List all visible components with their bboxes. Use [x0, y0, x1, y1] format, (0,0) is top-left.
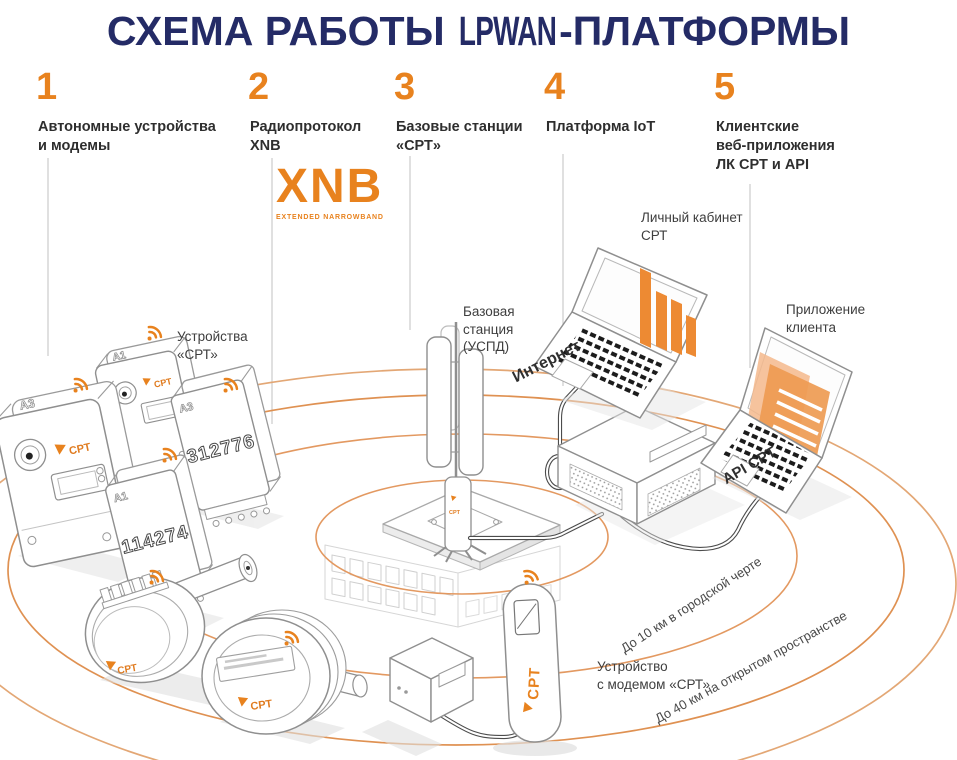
- modem-device-label: Устройство с модемом «СРТ»: [597, 659, 711, 692]
- server-grille-right: [647, 467, 701, 517]
- step-label-clients: Клиентские веб-приложения ЛК СРТ и API: [716, 119, 835, 174]
- terminal-teeth: [99, 570, 170, 610]
- step-label-platform: Платформа IoT: [546, 119, 656, 135]
- modem-connected-device: [362, 637, 474, 756]
- laptop2-touchpad: [720, 454, 760, 487]
- xnb-logo-text: XNB: [276, 160, 384, 213]
- bar-chart: [640, 268, 696, 357]
- srt-brand-text: СРТ: [153, 376, 173, 390]
- bar-1: [640, 268, 651, 348]
- base-station-label: Базовая станция (УСПД): [463, 304, 515, 355]
- step-number-5: 5: [714, 66, 736, 108]
- modem-pins: [212, 507, 271, 527]
- personal-account-label: Личный кабинет СРТ: [641, 210, 743, 243]
- modem-model-a1: A1: [112, 490, 129, 505]
- srt-brand-text: СРТ: [68, 441, 92, 457]
- stick-window: [513, 599, 541, 636]
- step-label-devices: Автономные устройства и модемы: [38, 119, 216, 155]
- app-list-rows: [772, 388, 823, 448]
- server-grille-left: [569, 463, 623, 511]
- usb-modem-stick: СРТ: [493, 583, 577, 756]
- mast-equipment-box: СРТ: [444, 476, 472, 552]
- devices-srt-label: Устройства «СРТ»: [177, 329, 248, 362]
- srt-brand-text: СРТ: [449, 510, 461, 516]
- step-number-1: 1: [36, 66, 58, 108]
- meter-a3-model: A3: [18, 396, 36, 413]
- wifi-signal-icon: [145, 324, 163, 342]
- electric-meter-a3: A3 СРТ: [0, 380, 147, 568]
- title-part-2: -ПЛАТФОРМЫ: [559, 8, 851, 54]
- modem-model-a3: A3: [178, 401, 195, 416]
- page-title: СХЕМА РАБОТЫ LPWAN-ПЛАТФОРМЫ: [0, 8, 957, 55]
- antenna-panel-right: [458, 348, 484, 476]
- xnb-logo-tagline: EXTENDED NARROWBAND: [276, 214, 384, 221]
- laptop1-touchpad: [551, 358, 594, 390]
- step-label-stations: Базовые станции «СРТ»: [396, 119, 523, 155]
- base-station: СРТ: [382, 322, 561, 571]
- srt-brand-text: СРТ: [525, 667, 544, 701]
- step-label-protocol: Радиопротокол XNB: [250, 119, 362, 155]
- xnb-logo: XNB EXTENDED NARROWBAND: [276, 160, 384, 222]
- laptop1-keyboard: [556, 325, 665, 400]
- step-number-2: 2: [248, 66, 270, 108]
- bar-3: [671, 299, 682, 355]
- server-slot: [649, 424, 707, 463]
- laptop-personal-account: [533, 247, 708, 430]
- water-meter-round: СРТ: [201, 609, 368, 744]
- client-app-label: Приложение клиента: [786, 302, 866, 335]
- title-part-1: СХЕМА РАБОТЫ: [106, 8, 457, 54]
- title-lpwan: LPWAN: [458, 8, 557, 54]
- meter-a1-model: A1: [111, 349, 127, 364]
- srt-brand-text: СРТ: [250, 698, 274, 713]
- step-number-4: 4: [544, 66, 566, 108]
- bar-2: [656, 291, 667, 351]
- step-number-3: 3: [394, 66, 416, 108]
- radio-modem-312776: A3 312776: [170, 364, 282, 527]
- srt-brand-text: СРТ: [117, 663, 138, 677]
- device-display: [438, 661, 466, 688]
- laptop-client-app: [700, 327, 853, 520]
- antenna-panel-left: [426, 336, 452, 468]
- laptop2-keyboard: [720, 421, 812, 494]
- bar-4: [686, 315, 696, 357]
